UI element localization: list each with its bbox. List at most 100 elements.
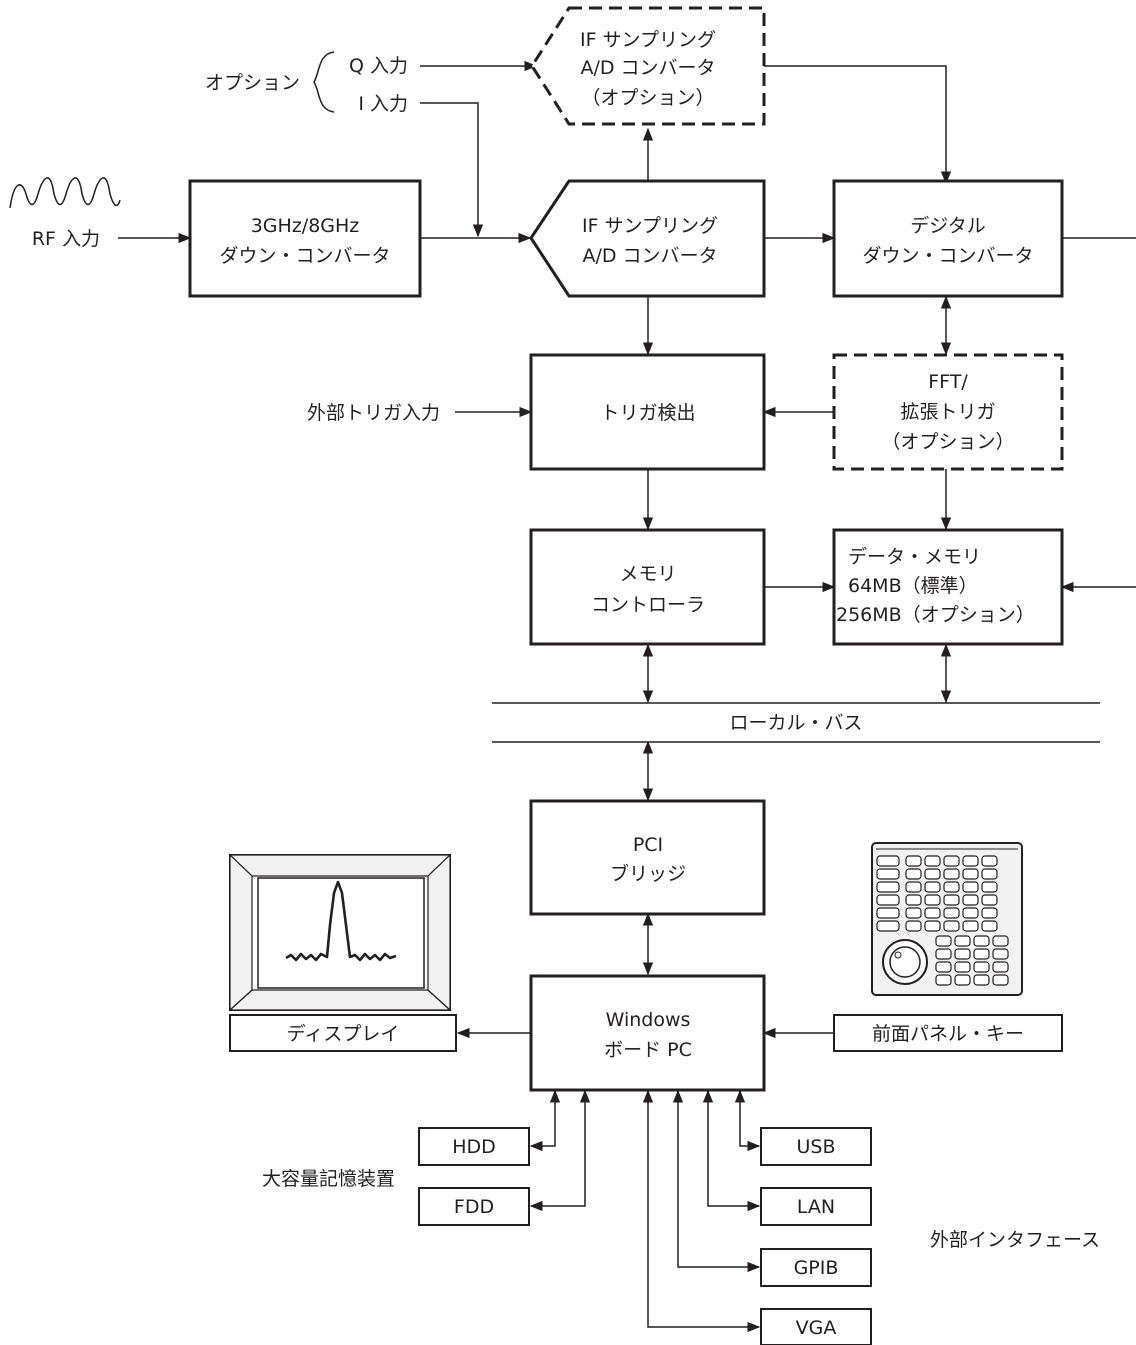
keypad-key xyxy=(876,920,900,932)
vga-block: VGA xyxy=(760,1308,872,1345)
keypad-key xyxy=(876,855,900,867)
keypad-key xyxy=(905,881,922,893)
windows-pc-block: Windows ボード PC xyxy=(529,974,766,1092)
keypad-key xyxy=(962,855,979,867)
keypad-key xyxy=(981,907,998,919)
keypad-key xyxy=(992,961,1009,973)
if-adc-option-line3: （オプション） xyxy=(581,87,714,109)
rf-input-label: RF 入力 xyxy=(32,228,100,250)
keypad-key xyxy=(905,907,922,919)
ddc-line1: デジタル xyxy=(910,215,986,237)
keypad-key xyxy=(962,894,979,906)
keypad-key xyxy=(924,920,941,932)
if-adc-option-line2: A/D コンバータ xyxy=(580,57,715,79)
keypad-key xyxy=(924,868,941,880)
down-converter-block: 3GHz/8GHz ダウン・コンバータ xyxy=(188,179,422,298)
display-monitor-icon xyxy=(228,853,452,1012)
front-panel-keys-label: 前面パネル・キー xyxy=(872,1023,1024,1045)
fdd-block: FDD xyxy=(418,1187,530,1226)
keypad-key xyxy=(981,920,998,932)
keypad-key xyxy=(935,935,952,947)
external-interface-label: 外部インタフェース xyxy=(930,1229,1100,1251)
pci-bridge-line2: ブリッジ xyxy=(610,862,686,885)
keypad-key xyxy=(935,974,952,986)
data-memory-line3: 256MB（オプション） xyxy=(836,604,1035,626)
keypad-key xyxy=(943,920,960,932)
keypad-key xyxy=(924,907,941,919)
pci-bridge-line1: PCI xyxy=(633,834,663,856)
option-label: オプション xyxy=(205,72,300,94)
gpib-block: GPIB xyxy=(760,1248,872,1287)
q-input-label: Q 入力 xyxy=(349,55,408,77)
keypad-key xyxy=(943,894,960,906)
fft-trigger-line2: 拡張トリガ xyxy=(900,401,995,423)
keypad-key xyxy=(962,868,979,880)
keypad-key xyxy=(935,948,952,960)
keypad-key xyxy=(981,881,998,893)
ddc-line2: ダウン・コンバータ xyxy=(862,245,1033,267)
keypad-key xyxy=(943,881,960,893)
keypad-key xyxy=(905,855,922,867)
if-adc-block: IF サンプリング A/D コンバータ xyxy=(529,179,766,298)
if-adc-option-block: IF サンプリング A/D コンバータ （オプション） xyxy=(530,6,766,126)
keypad-key xyxy=(905,920,922,932)
keypad-key xyxy=(973,935,990,947)
keypad-key xyxy=(954,948,971,960)
mass-storage-label: 大容量記憶装置 xyxy=(262,1168,395,1190)
memory-controller-line1: メモリ xyxy=(619,563,676,585)
windows-pc-line2: ボード PC xyxy=(604,1039,692,1061)
keypad-key xyxy=(876,907,900,919)
display-block: ディスプレイ xyxy=(229,1014,457,1052)
keypad-key xyxy=(905,868,922,880)
keypad-key xyxy=(876,894,900,906)
keypad-key xyxy=(962,881,979,893)
keypad-key xyxy=(962,907,979,919)
hdd-block: HDD xyxy=(418,1127,530,1166)
display-label: ディスプレイ xyxy=(287,1023,400,1045)
keypad-key xyxy=(935,961,952,973)
rf-wave-icon xyxy=(9,177,121,209)
trigger-detect-label: トリガ検出 xyxy=(600,402,695,424)
keypad-key xyxy=(981,894,998,906)
vga-label: VGA xyxy=(796,1317,837,1339)
keypad-key xyxy=(973,974,990,986)
keypad-key xyxy=(876,868,900,880)
connectors xyxy=(118,60,1136,1333)
keypad-key xyxy=(954,935,971,947)
hdd-label: HDD xyxy=(452,1136,496,1158)
keypad-key xyxy=(924,855,941,867)
fft-trigger-line3: （オプション） xyxy=(881,431,1014,453)
keypad-key xyxy=(962,920,979,932)
down-converter-line1: 3GHz/8GHz xyxy=(251,215,360,237)
usb-label: USB xyxy=(796,1136,835,1158)
if-adc-line1: IF サンプリング xyxy=(582,215,718,237)
keypad-key xyxy=(973,948,990,960)
data-memory-line2: 64MB（標準） xyxy=(848,575,978,597)
i-input-label: I 入力 xyxy=(358,93,408,115)
lan-block: LAN xyxy=(760,1187,872,1226)
keypad-key xyxy=(924,894,941,906)
fft-trigger-line1: FFT/ xyxy=(928,371,968,393)
memory-controller-line2: コントローラ xyxy=(591,594,705,616)
down-converter-line2: ダウン・コンバータ xyxy=(219,245,390,267)
keypad-key xyxy=(973,961,990,973)
memory-controller-block: メモリ コントローラ xyxy=(529,528,766,646)
keypad-key xyxy=(992,974,1009,986)
digital-down-converter-block: デジタル ダウン・コンバータ xyxy=(832,179,1064,298)
keypad-key xyxy=(981,855,998,867)
keypad-key xyxy=(924,881,941,893)
keypad-key xyxy=(954,961,971,973)
if-adc-option-line1: IF サンプリング xyxy=(580,29,716,51)
keypad-key xyxy=(992,935,1009,947)
trigger-detect-block: トリガ検出 xyxy=(529,353,766,471)
gpib-label: GPIB xyxy=(794,1257,839,1279)
fft-trigger-block: FFT/ 拡張トリガ （オプション） xyxy=(832,353,1064,471)
lan-label: LAN xyxy=(797,1196,835,1218)
ext-trigger-label: 外部トリガ入力 xyxy=(307,402,440,424)
local-bus-label: ローカル・バス xyxy=(729,712,862,734)
fdd-label: FDD xyxy=(454,1196,494,1218)
front-panel-keypad-icon xyxy=(871,842,1023,996)
front-panel-keys-block: 前面パネル・キー xyxy=(833,1014,1063,1052)
keypad-key xyxy=(943,868,960,880)
